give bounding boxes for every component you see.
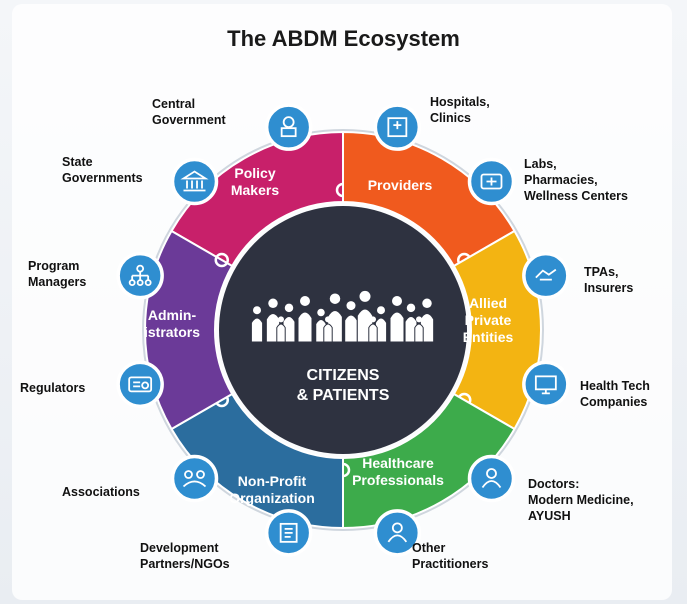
label-line: Wellness Centers bbox=[524, 189, 628, 203]
label-line: Development bbox=[140, 541, 219, 555]
hospital-icon bbox=[373, 103, 422, 151]
certificate-icon bbox=[264, 509, 313, 557]
label-line: Other bbox=[412, 541, 446, 555]
label-line: Partners/NGOs bbox=[140, 557, 230, 571]
label-line: Modern Medicine, bbox=[528, 493, 634, 507]
license-icon bbox=[116, 360, 164, 409]
hub-group: CITIZENS & PATIENTS bbox=[219, 206, 467, 454]
label-line: Labs, bbox=[524, 157, 557, 171]
group-icon bbox=[170, 454, 219, 503]
label-line: Doctors: bbox=[528, 477, 580, 491]
label-line: Program bbox=[28, 259, 80, 273]
label-line: Companies bbox=[580, 395, 648, 409]
people-crowd-icon bbox=[250, 290, 435, 343]
label-line: Regulators bbox=[20, 381, 86, 395]
icons-group bbox=[116, 103, 570, 557]
center-line1: CITIZENS bbox=[307, 367, 380, 384]
center-line2: & PATIENTS bbox=[297, 387, 390, 404]
label-regulators: Regulators bbox=[20, 380, 85, 396]
label-line: Governments bbox=[62, 171, 143, 185]
label-line: Managers bbox=[28, 275, 87, 289]
org-chart-icon bbox=[116, 251, 164, 300]
outer-ring bbox=[142, 129, 544, 531]
label-tpas-insurers: TPAs, Insurers bbox=[584, 264, 633, 296]
segment-label-administrators: Admin-istrators bbox=[144, 307, 200, 340]
label-hospitals-clinics: Hospitals, Clinics bbox=[430, 94, 490, 126]
segments-group bbox=[142, 129, 544, 531]
label-associations: Associations bbox=[62, 484, 140, 500]
label-line: Central bbox=[152, 97, 196, 111]
label-line: Health Tech bbox=[580, 379, 650, 393]
diagram-title: The ABDM Ecosystem bbox=[227, 26, 460, 51]
label-line: Practitioners bbox=[412, 557, 489, 571]
label-line: Pharmacies, bbox=[524, 173, 598, 187]
nurse-icon bbox=[373, 509, 422, 557]
label-labs-pharmacies: Labs, Pharmacies, Wellness Centers bbox=[524, 156, 628, 204]
label-line: TPAs, bbox=[584, 265, 619, 279]
boundary-marker bbox=[214, 252, 230, 268]
label-line: Clinics bbox=[430, 111, 471, 125]
label-line: Associations bbox=[62, 485, 140, 499]
label-line: AYUSH bbox=[528, 509, 571, 523]
label-doctors: Doctors: Modern Medicine, AYUSH bbox=[528, 476, 634, 524]
doctor-icon bbox=[467, 454, 516, 503]
monitor-icon bbox=[522, 360, 570, 409]
hub-circle bbox=[219, 206, 467, 454]
emblem-icon bbox=[264, 103, 313, 151]
lab-icon bbox=[467, 157, 516, 206]
label-line: Government bbox=[152, 113, 226, 127]
handshake-icon bbox=[522, 251, 570, 300]
label-line: Hospitals, bbox=[430, 95, 490, 109]
label-line: State bbox=[62, 155, 93, 169]
label-line: Insurers bbox=[584, 281, 634, 295]
building-icon bbox=[170, 157, 219, 206]
segment-label-providers: Providers bbox=[368, 177, 433, 193]
